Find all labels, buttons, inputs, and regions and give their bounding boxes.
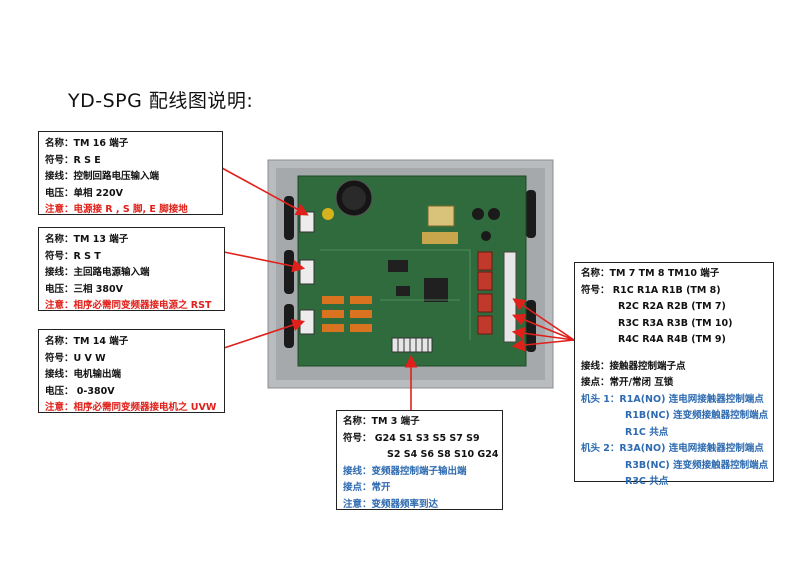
arrow-tm7-1 — [512, 298, 575, 341]
tm13-row: 电压：三相 380V — [45, 283, 123, 295]
callout-box-tm13: 名称：TM 13 端子 符号：R S T 接线：主回路电源输入端 电压：三相 3… — [38, 227, 225, 311]
tm14-row: 名称：TM 14 端子 — [45, 336, 129, 347]
tm7-row-spacer — [581, 349, 767, 359]
tm7-row: R1B(NC) 连变频接触器控制端点 — [625, 410, 769, 421]
tm16-row: 符号：R S E — [45, 154, 101, 166]
callout-box-tm3: 名称：TM 3 端子 符号： G24 S1 S3 S5 S7 S9 S2 S4 … — [336, 410, 503, 510]
callout-box-tm7: 名称：TM 7 TM 8 TM10 端子 符号： R1C R1A R1B (TM… — [574, 262, 774, 487]
tm3-row: 符号： G24 S1 S3 S5 S7 S9 — [343, 432, 480, 444]
tm14-row: 符号：U V W — [45, 352, 106, 364]
tm16-row: 接线：控制回路电压输入端 — [45, 171, 160, 182]
tm7-row: R3B(NC) 连变频接触器控制端点 — [625, 459, 769, 471]
tm7-row: 接点：常开/常闭 互锁 — [581, 377, 674, 388]
callout-box-tm16: 名称：TM 16 端子 符号：R S E 接线：控制回路电压输入端 电压：单相 … — [38, 131, 223, 215]
arrow-tm14 — [223, 318, 306, 349]
tm3-row: 接线：变频器控制端子输出端 — [343, 465, 467, 477]
tm16-row: 注意：电源接 R , S 脚, E 脚接地 — [45, 204, 188, 215]
tm3-row: 接点：常开 — [343, 482, 391, 493]
tm14-row: 电压： 0-380V — [45, 385, 115, 397]
tm7-row: 机头 2：R3A(NO) 连电网接触器控制端点 — [581, 443, 764, 454]
tm7-row: R1C 共点 — [625, 426, 669, 438]
tm16-row: 电压：单相 220V — [45, 187, 123, 199]
tm7-row: R3C R3A R3B (TM 10) — [618, 317, 733, 329]
tm7-row: 符号： R1C R1A R1B (TM 8) — [581, 284, 721, 296]
tm7-row: 机头 1：R1A(NO) 连电网接触器控制端点 — [581, 393, 764, 405]
tm7-row: R2C R2A R2B (TM 7) — [618, 301, 726, 312]
page-title: YD-SPG 配线图说明: — [68, 90, 254, 112]
arrow-tm7-4 — [511, 338, 575, 352]
tm7-row: R4C R4A R4B (TM 9) — [618, 334, 726, 345]
callout-box-tm14: 名称：TM 14 端子 符号：U V W 接线：电机输出端 电压： 0-380V… — [38, 329, 225, 413]
tm13-row: 注意：相序必需同变频器接电源之 RST — [45, 300, 212, 311]
tm7-row: R3C 共点 — [625, 476, 669, 487]
arrow-tm7-3 — [511, 326, 575, 341]
arrow-tm16 — [221, 167, 309, 216]
tm7-row: 接线：接触器控制端子点 — [581, 360, 686, 372]
tm3-row: 名称：TM 3 端子 — [343, 416, 420, 427]
tm13-row: 名称：TM 13 端子 — [45, 234, 129, 245]
tm14-row: 接线：电机输出端 — [45, 369, 122, 380]
arrow-tm13 — [223, 251, 306, 273]
tm13-row: 符号：R S T — [45, 250, 101, 262]
tm14-row: 注意：相序必需同变频器接电机之 UVW — [45, 402, 217, 413]
tm3-row: 注意：变频器频率到达 — [343, 498, 439, 510]
tm3-row: S2 S4 S6 S8 S10 G24 — [387, 449, 499, 460]
tm7-row: 名称：TM 7 TM 8 TM10 端子 — [581, 268, 720, 279]
tm13-row: 接线：主回路电源输入端 — [45, 267, 150, 278]
arrow-tm7-2 — [512, 313, 575, 341]
tm16-row: 名称：TM 16 端子 — [45, 138, 129, 149]
